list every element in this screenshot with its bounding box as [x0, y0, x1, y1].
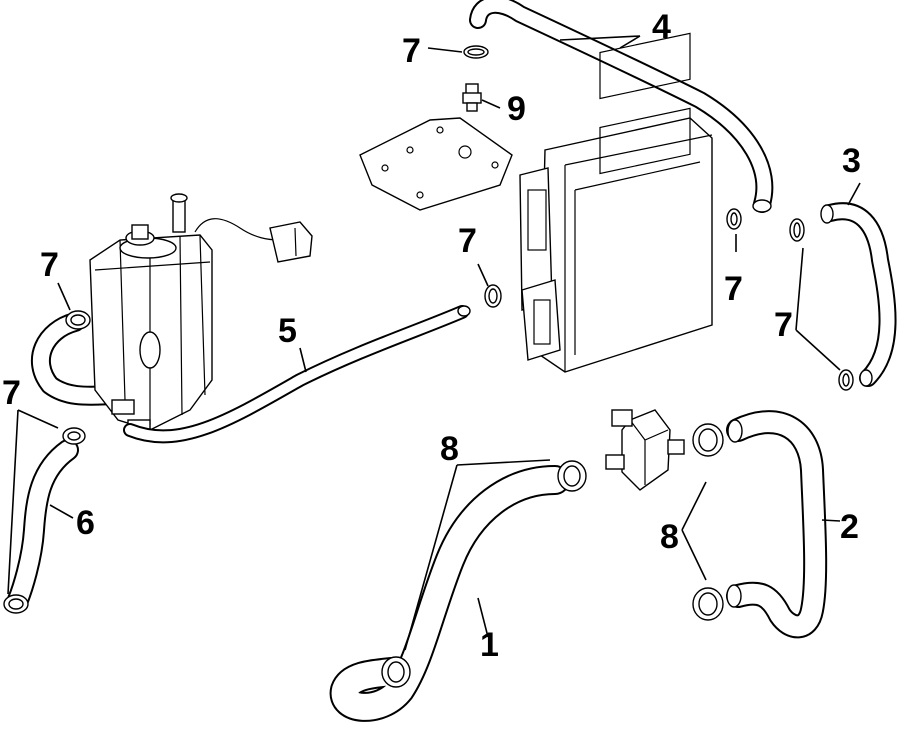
callout-7-ecm: 7 [458, 222, 477, 260]
hose-4 [469, 0, 774, 213]
tee-fitting [605, 409, 685, 491]
hose-6 [7, 439, 79, 611]
callout-7-hose4: 7 [724, 270, 743, 308]
filter-hose [30, 312, 130, 406]
callout-labels: 4 7 9 3 7 7 7 7 5 7 8 6 2 8 1 [2, 8, 861, 664]
hose-2 [726, 410, 828, 639]
callout-8-center: 8 [440, 430, 459, 468]
hose-5 [123, 305, 471, 444]
callout-3: 3 [842, 142, 861, 180]
callout-4: 4 [652, 8, 671, 46]
callout-9: 9 [507, 90, 526, 128]
mounting-plate [359, 117, 513, 211]
callout-7-filter: 7 [40, 246, 59, 284]
leader-lines [7, 35, 861, 651]
hose-1 [329, 465, 570, 722]
callout-7-hose3: 7 [774, 306, 793, 344]
hose-3 [820, 202, 897, 387]
callout-8-right: 8 [660, 518, 679, 556]
callout-7-top: 7 [402, 32, 421, 70]
clamps [3, 45, 854, 688]
callout-7-left: 7 [2, 374, 21, 412]
callout-6: 6 [76, 504, 95, 542]
callout-2: 2 [840, 508, 859, 546]
callout-5: 5 [278, 312, 297, 350]
callout-1: 1 [480, 626, 499, 664]
fitting-9 [462, 83, 482, 112]
engine-control-module [519, 32, 713, 373]
